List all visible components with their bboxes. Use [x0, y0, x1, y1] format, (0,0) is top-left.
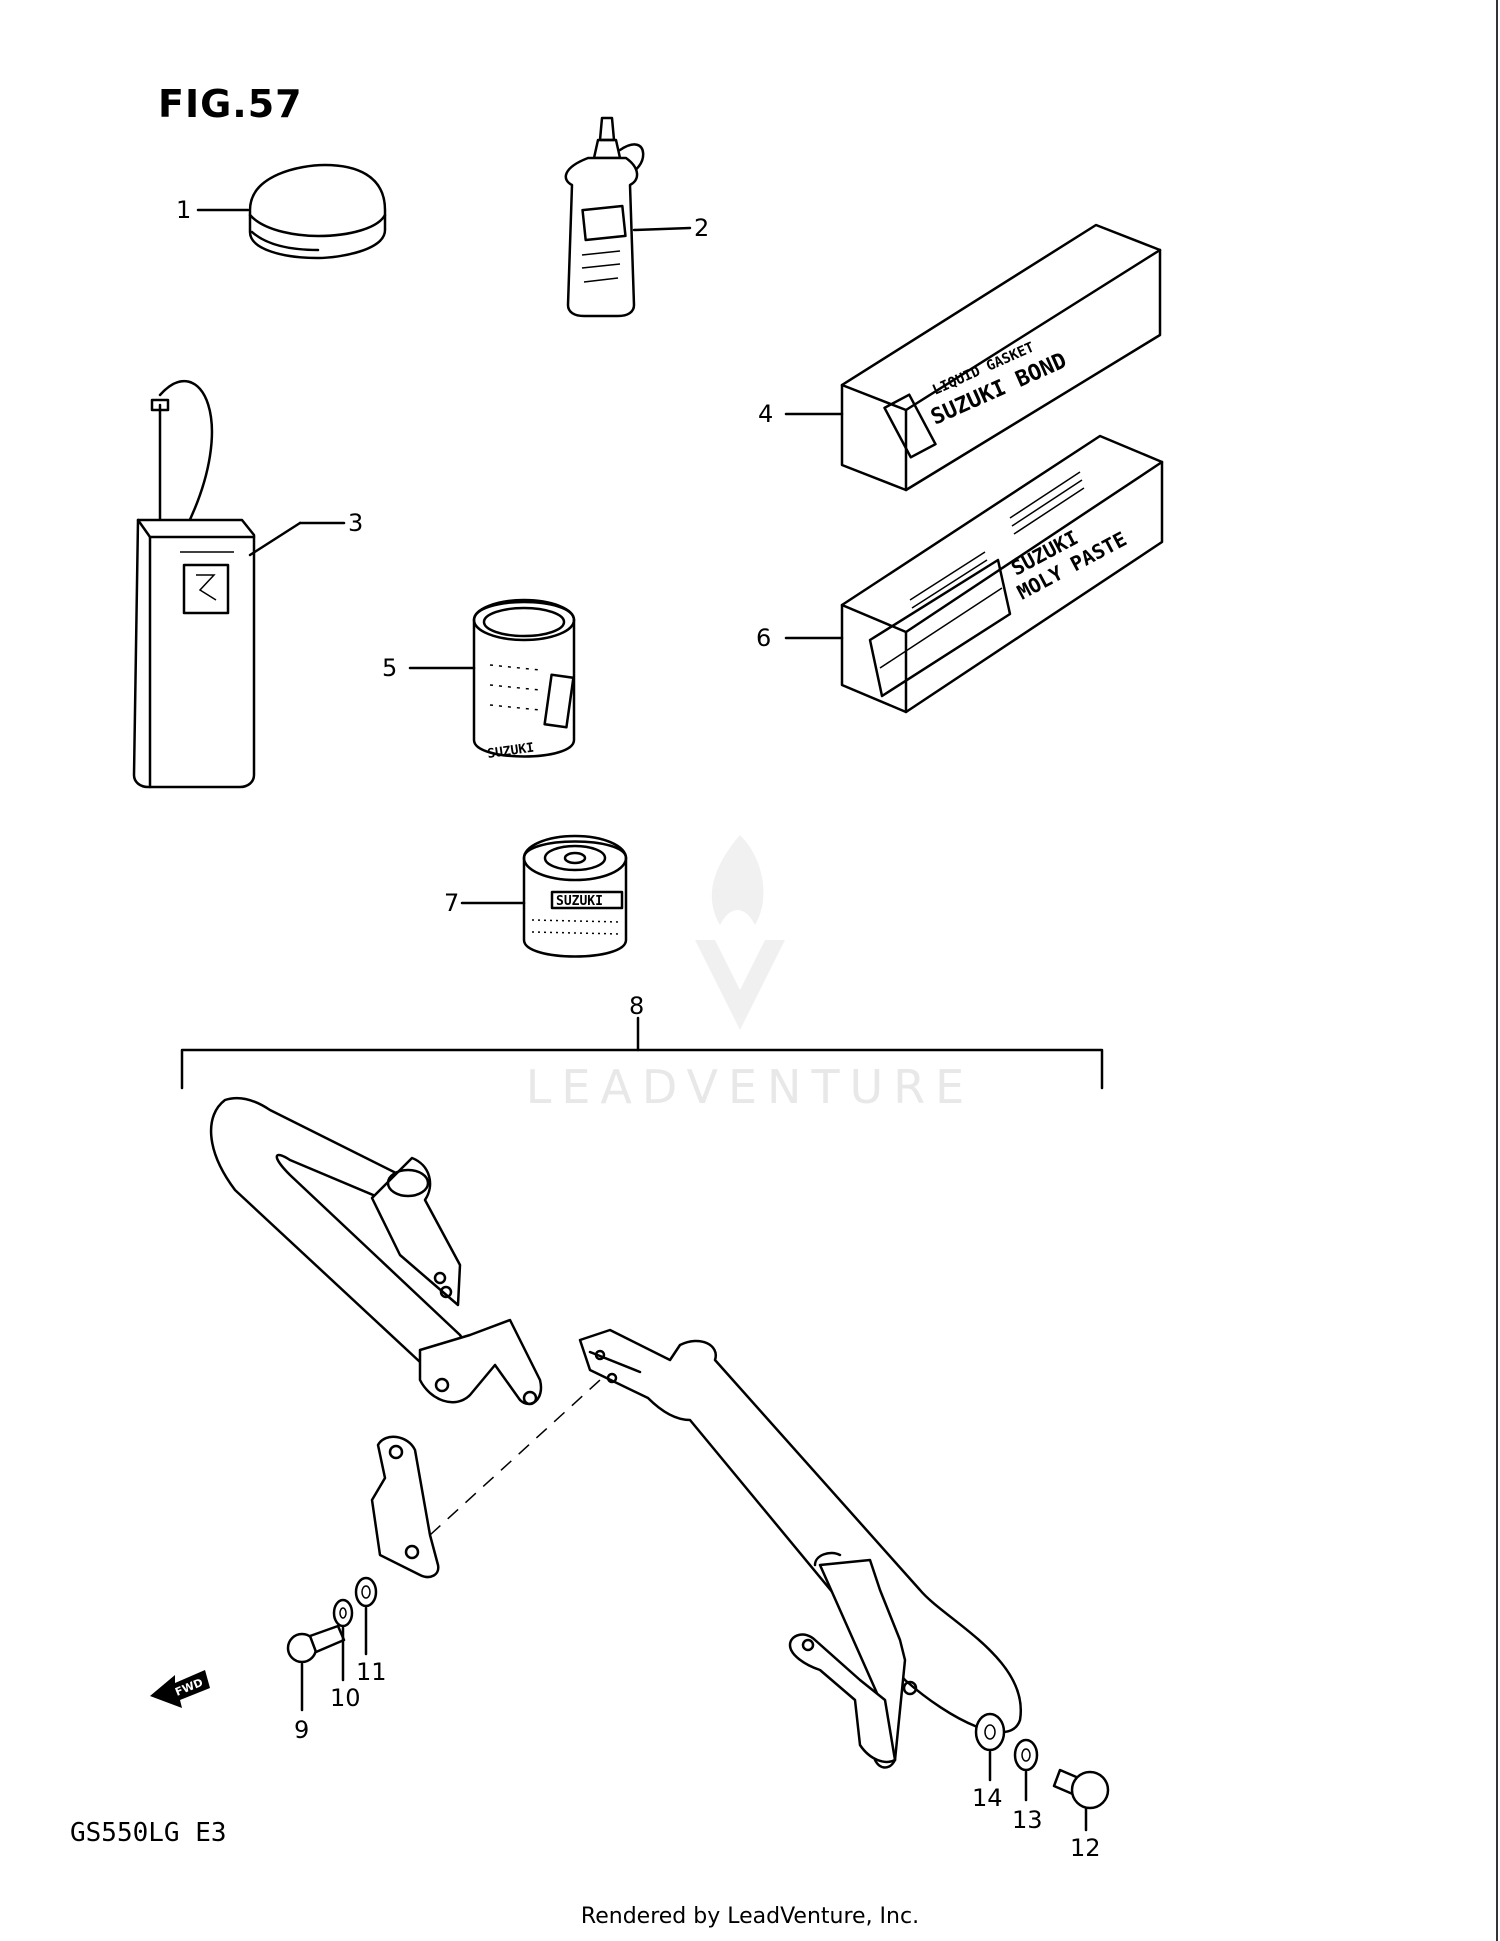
callout-5: 5: [382, 654, 397, 682]
callout-9: 9: [294, 1716, 309, 1744]
callout-8: 8: [629, 992, 644, 1020]
part-12-bolt: [1052, 1768, 1110, 1810]
part-7-tin: SUZUKI: [522, 834, 628, 958]
callout-14: 14: [972, 1784, 1003, 1812]
figure-title: FIG.57: [158, 82, 303, 126]
part-9-bolt: [286, 1624, 346, 1664]
model-code: GS550LG E3: [70, 1818, 227, 1848]
part-14-washer: [974, 1712, 1006, 1752]
leader-3: [248, 521, 302, 557]
leader-2: [632, 226, 692, 232]
callout-11: 11: [356, 1658, 387, 1686]
left-guard-bar: [209, 1096, 543, 1406]
callout-1: 1: [176, 196, 191, 224]
callout-12: 12: [1070, 1834, 1101, 1862]
part-10-washer: [332, 1598, 354, 1628]
right-guard-bar: [578, 1328, 1022, 1769]
part-6-paste-box: SUZUKI MOLY PASTE: [840, 434, 1164, 714]
part-3-oil-can: [132, 380, 256, 789]
callout-6: 6: [756, 624, 771, 652]
footer-credit: Rendered by LeadVenture, Inc.: [580, 1904, 920, 1929]
callout-13: 13: [1012, 1806, 1043, 1834]
watermark-logo: [695, 835, 785, 1030]
can-label: SUZUKI: [486, 741, 535, 762]
watermark: LEADVENTURE: [525, 1060, 975, 1114]
callout-7: 7: [444, 889, 459, 917]
part-13-washer: [1013, 1738, 1039, 1772]
callout-3: 3: [348, 509, 363, 537]
part-1-cap: [248, 163, 387, 260]
part-11-washer: [354, 1576, 378, 1608]
page-edge-line: [1496, 0, 1498, 1941]
callout-2: 2: [694, 214, 709, 242]
tin-label: SUZUKI: [556, 894, 603, 909]
part-8-bracket: [180, 1016, 1104, 1090]
part-5-can: SUZUKI: [472, 598, 576, 762]
mounting-plate: [370, 1379, 601, 1579]
fwd-arrow-icon: FWD: [150, 1670, 210, 1708]
part-2-bottle: [564, 116, 645, 318]
callout-4: 4: [758, 400, 773, 428]
callout-10: 10: [330, 1684, 361, 1712]
